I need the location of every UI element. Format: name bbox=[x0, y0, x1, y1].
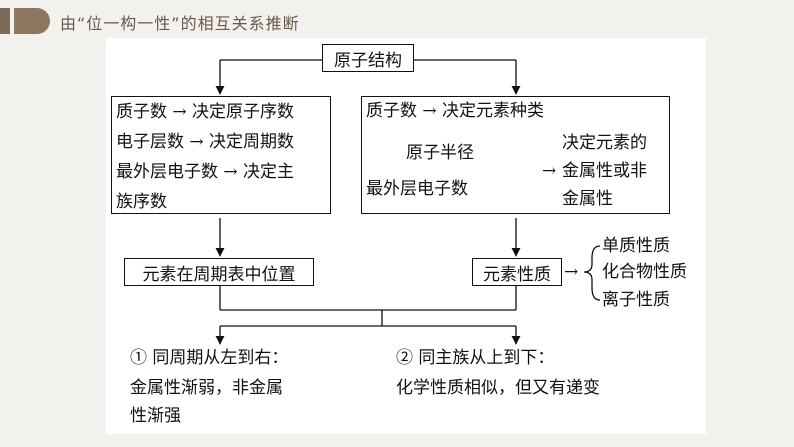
right-arrow: → bbox=[542, 161, 557, 181]
rule-right-line-1: ② 同主族从上到下： bbox=[396, 348, 555, 368]
right-line-1: 质子数 → 决定元素种类 bbox=[366, 101, 545, 121]
right-relation-box: 质子数 → 决定元素种类 原子半径 最外层电子数 → 决定元素的 金属性或非 金… bbox=[361, 96, 670, 214]
property-item-2: 化合物性质 bbox=[602, 262, 687, 282]
left-line-3: 最外层电子数 → 决定主 bbox=[116, 162, 295, 182]
rule-left-line-1: ① 同周期从左到右： bbox=[130, 348, 289, 368]
property-item-1: 单质性质 bbox=[602, 236, 670, 256]
property-arrow: → bbox=[564, 262, 579, 282]
result-line-2: 金属性或非 bbox=[562, 161, 647, 181]
property-label: 元素性质 bbox=[483, 264, 551, 285]
outer-electrons-label: 最外层电子数 bbox=[366, 179, 468, 199]
diagram-panel: 原子结构 质子数 → 决定原子序数 电子层数 → 决定周期数 最外层电子数 → … bbox=[106, 38, 706, 434]
position-box: 元素在周期表中位置 bbox=[124, 258, 314, 286]
result-line-3: 金属性 bbox=[562, 189, 613, 209]
header-tab-mark bbox=[14, 8, 50, 34]
header-square-mark bbox=[0, 8, 10, 34]
property-box: 元素性质 bbox=[472, 258, 562, 286]
atomic-radius-label: 原子半径 bbox=[406, 143, 474, 163]
left-relation-box: 质子数 → 决定原子序数 电子层数 → 决定周期数 最外层电子数 → 决定主 族… bbox=[111, 96, 331, 214]
left-line-1: 质子数 → 决定原子序数 bbox=[116, 102, 295, 122]
rule-right-line-2: 化学性质相似，但又有递变 bbox=[396, 378, 600, 398]
result-line-1: 决定元素的 bbox=[562, 133, 647, 153]
atom-structure-box: 原子结构 bbox=[322, 44, 414, 72]
property-item-3: 离子性质 bbox=[602, 290, 670, 310]
rule-left-line-3: 性渐强 bbox=[130, 406, 181, 426]
section-header: 由“位一构一性”的相互关系推断 bbox=[0, 6, 794, 36]
atom-structure-label: 原子结构 bbox=[334, 50, 402, 71]
position-label: 元素在周期表中位置 bbox=[142, 264, 296, 285]
left-line-2: 电子层数 → 决定周期数 bbox=[116, 132, 295, 152]
left-line-4: 族序数 bbox=[116, 192, 167, 212]
section-title: 由“位一构一性”的相互关系推断 bbox=[60, 14, 300, 33]
rule-left-line-2: 金属性渐弱，非金属 bbox=[130, 378, 283, 398]
property-brace bbox=[583, 245, 601, 301]
